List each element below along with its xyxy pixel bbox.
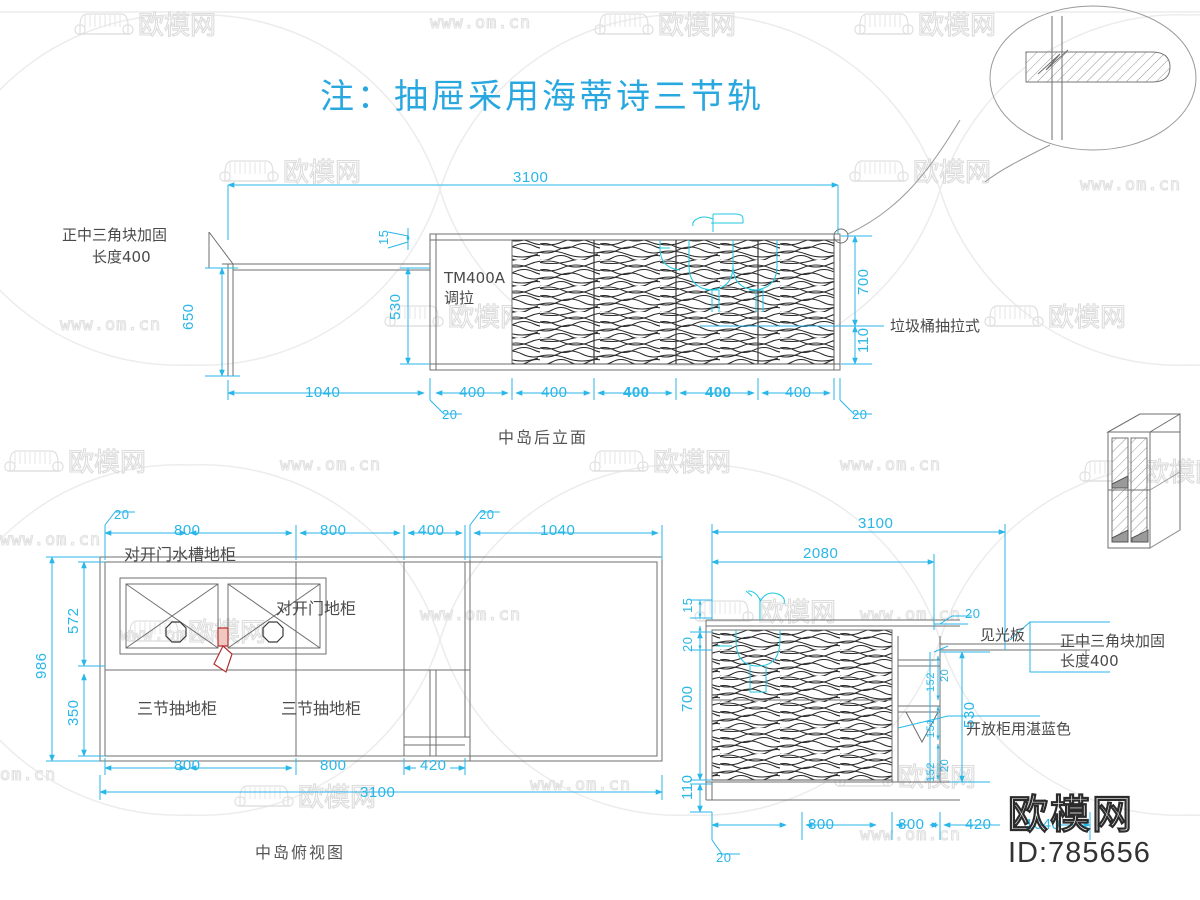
callout-leader xyxy=(847,119,961,235)
label-reinforce-side: 正中三角块加固 xyxy=(1060,632,1165,650)
caption-plan-view: 中岛俯视图 xyxy=(255,843,345,862)
dim-module-5: 400 xyxy=(785,384,812,401)
dim-plan-top-5: 1040 xyxy=(540,522,575,539)
side-elevation-dimensions xyxy=(690,524,1110,855)
svg-text:www.om.cn: www.om.cn xyxy=(860,825,961,845)
rear-elevation-view xyxy=(205,119,961,415)
label-sink-cabinet: 对开门水槽地柜 xyxy=(124,545,236,564)
elevation-cabinet-body xyxy=(429,233,841,371)
plan-view xyxy=(46,511,663,800)
dim-gap-left-rear: 20 xyxy=(442,407,457,422)
dim-side-stack-1: 151 xyxy=(925,718,937,738)
plan-dimensions xyxy=(46,511,663,800)
dim-module-3: 400 xyxy=(623,384,650,401)
svg-text:www.om.cn: www.om.cn xyxy=(430,13,531,33)
brand-logo-text: 欧模网 xyxy=(1008,792,1134,838)
sink-faucet-fixture xyxy=(659,213,778,312)
plan-faucet xyxy=(213,627,233,673)
label-drawer-cabinet-left: 三节抽地柜 xyxy=(137,699,217,718)
watermark-urls: www.om.cn www.om.cn www.om.cn www.om.cn … xyxy=(0,12,1181,845)
dim-side-body-height: 700 xyxy=(679,685,696,712)
cabinet-isometric xyxy=(1106,413,1181,549)
dim-side-top-right-gap: 20 xyxy=(965,606,980,621)
dim-side-stack-4: 20 xyxy=(939,759,951,772)
note-title: 注：抽屉采用海蒂诗三节轨 xyxy=(320,77,764,117)
dim-side-inner-width: 2080 xyxy=(803,545,838,562)
svg-text:www.om.cn: www.om.cn xyxy=(60,315,161,335)
dim-plan-top-4: 20 xyxy=(479,507,494,522)
svg-text:www.om.cn: www.om.cn xyxy=(0,530,101,550)
dim-plan-depth-back: 350 xyxy=(65,699,82,726)
side-elevation-view xyxy=(690,524,1110,855)
dim-side-stack-0: 152 xyxy=(925,672,937,692)
label-drawer-cabinet-right: 三节抽地柜 xyxy=(281,699,361,718)
label-cabinet-code: TM400A xyxy=(443,269,506,287)
dim-toe-height-rear: 110 xyxy=(855,328,872,353)
dim-plan-top-3: 400 xyxy=(418,522,445,539)
label-reinforce-length-side: 长度400 xyxy=(1060,652,1119,670)
dim-left-run: 1040 xyxy=(305,384,340,401)
label-door-cabinet: 对开门地柜 xyxy=(276,599,356,618)
caption-rear-elevation: 中岛后立面 xyxy=(498,428,588,447)
dim-plan-bottom-1: 800 xyxy=(320,757,347,774)
rail-detail-callout xyxy=(984,5,1197,183)
dim-side-top-left-gap: 15 xyxy=(680,598,695,613)
dim-top-gap-rear: 15 xyxy=(376,230,391,245)
svg-text:www.om.cn: www.om.cn xyxy=(280,455,381,475)
dim-plan-top-1: 800 xyxy=(174,522,201,539)
dim-side-bottom-1: 800 xyxy=(898,816,925,833)
dim-plan-top-2: 800 xyxy=(320,522,347,539)
label-reinforce-length-top: 长度400 xyxy=(92,248,151,266)
dim-side-stack-2: 152 xyxy=(925,762,937,782)
dim-left-height: 650 xyxy=(180,303,197,330)
dim-module-4: 400 xyxy=(705,384,732,401)
label-reinforce-top: 正中三角块加固 xyxy=(62,226,167,244)
dim-total-width-rear: 3100 xyxy=(513,169,548,186)
elevation-dimensions xyxy=(205,182,884,415)
dim-plan-top-0: 20 xyxy=(114,507,129,522)
dim-side-bottom-2: 420 xyxy=(965,816,992,833)
dim-module-1: 400 xyxy=(459,384,486,401)
dim-side-toe-height: 110 xyxy=(679,775,696,800)
dim-side-left-gap2: 20 xyxy=(680,637,695,652)
dim-plan-bottom-2: 420 xyxy=(420,757,447,774)
side-faucet-fixture xyxy=(716,590,785,693)
dim-counter-height: 530 xyxy=(387,293,404,320)
dim-side-counter-height: 530 xyxy=(961,701,978,728)
side-wood-panel xyxy=(711,629,893,781)
label-open-cabinet-color: 开放柜用湛蓝色 xyxy=(966,720,1071,738)
svg-text:www.om.cn: www.om.cn xyxy=(120,625,221,645)
dim-side-bottom-3: 1040 xyxy=(1025,816,1060,833)
dim-side-bottom-gap: 20 xyxy=(716,850,731,865)
dim-side-stack-3: 20 xyxy=(939,669,951,682)
dim-plan-overall: 3100 xyxy=(360,784,395,801)
dim-module-2: 400 xyxy=(541,384,568,401)
dim-plan-depth-front: 572 xyxy=(65,607,82,634)
label-cabinet-code-2: 调拉 xyxy=(444,289,474,307)
dim-plan-depth-total: 986 xyxy=(33,652,50,679)
plan-double-sink xyxy=(119,577,327,673)
brand-id: ID:785656 xyxy=(1008,837,1151,869)
dim-body-height-rear: 700 xyxy=(855,268,872,295)
svg-text:www.om.cn: www.om.cn xyxy=(840,455,941,475)
dim-plan-bottom-0: 800 xyxy=(174,757,201,774)
dim-gap-right-rear: 20 xyxy=(852,407,867,422)
dim-side-bottom-0: 800 xyxy=(808,816,835,833)
svg-text:om.cn: om.cn xyxy=(0,765,56,785)
label-trash-pullout: 垃圾桶抽拉式 xyxy=(890,317,980,335)
svg-text:www.om.cn: www.om.cn xyxy=(1080,175,1181,195)
dim-side-total-width: 3100 xyxy=(858,515,893,532)
label-lightboard: 见光板 xyxy=(980,626,1025,644)
